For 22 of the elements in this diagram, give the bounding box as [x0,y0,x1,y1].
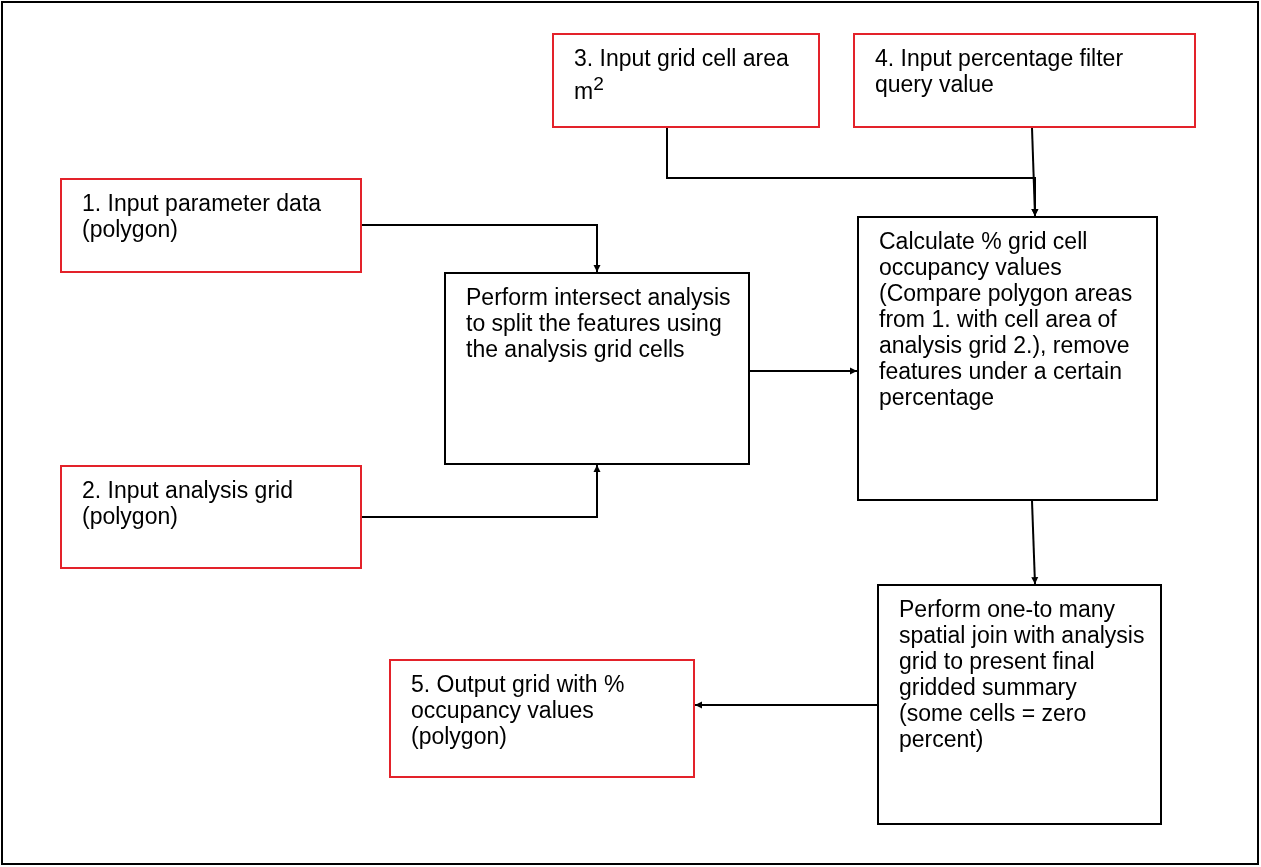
arrow [361,464,601,518]
input-box [853,33,1196,128]
box-text: 2. Input analysis grid (polygon) [82,477,294,529]
input-box [552,33,820,128]
arrow [1031,500,1039,585]
process-box [877,584,1162,825]
arrow [1031,127,1039,217]
arrow [694,701,878,709]
box-text: Perform intersect analysis to split the features using the analysis grid cells [466,284,732,362]
box-text: Calculate % grid cell occupancy values (Compare polygon areas from 1. with cell area of analysis grid 2.), remove features under a certain percentage [879,228,1134,410]
input-box [389,659,695,778]
arrow [749,367,858,375]
arrow [361,224,601,273]
process-box [857,216,1158,501]
input-box [60,465,362,569]
input-box [60,178,362,273]
box-text: 1. Input parameter data (polygon) [82,190,323,242]
box-text: 4. Input percentage filter query value [875,45,1125,97]
box-text: Perform one-to many spatial join with analysis grid to present final gridded summary (some cells = zero percent) [899,596,1146,752]
box-text: 3. Input grid cell area m$^{2}$ [574,45,790,104]
process-box [444,272,750,465]
box-text: 5. Output grid with % occupancy values (polygon) [411,671,626,749]
